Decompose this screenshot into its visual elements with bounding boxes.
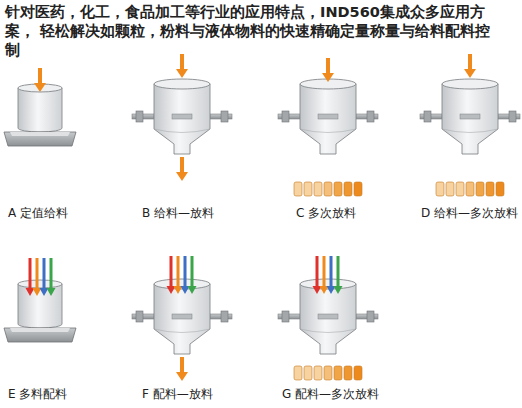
hopper <box>420 54 520 196</box>
hopper <box>132 54 232 181</box>
scale-container <box>4 258 76 342</box>
caption: D 给料—多次放料 <box>421 205 518 222</box>
caption: B 给料—放料 <box>142 205 214 222</box>
heading: 针对医药，化工，食品加工等行业的应用特点，IND560集成众多应用方案， 轻松解… <box>5 3 497 60</box>
caption: F 配料—放料 <box>142 386 213 403</box>
caption: G 配料—多次放料 <box>282 386 379 403</box>
hopper <box>278 58 378 196</box>
hopper <box>132 256 232 381</box>
caption: A 定值给料 <box>8 205 68 222</box>
caption: C 多次放料 <box>296 205 356 222</box>
caption: E 多料配料 <box>8 386 67 403</box>
scale-container <box>4 68 76 146</box>
hopper <box>278 256 378 380</box>
